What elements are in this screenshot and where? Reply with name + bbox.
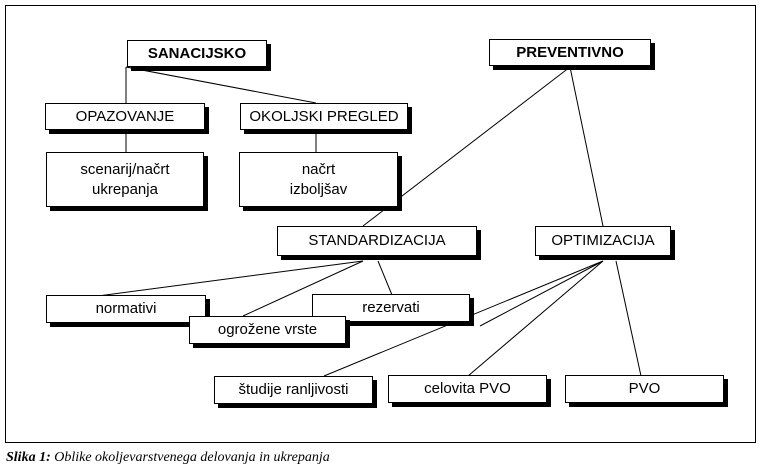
node-celovita-pvo: celovita PVO <box>388 375 547 403</box>
node-rezervati: rezervati <box>312 294 470 322</box>
node-scenarij: scenarij/načrt ukrepanja <box>46 152 204 207</box>
node-okoljski-pregled: OKOLJSKI PREGLED <box>240 103 408 130</box>
node-standardizacija: STANDARDIZACIJA <box>277 226 477 256</box>
connector-sanacijsko-okoljski <box>125 66 317 104</box>
node-preventivno: PREVENTIVNO <box>489 39 651 66</box>
caption-text: Oblike okoljevarstvenega delovanja in uk… <box>50 450 330 465</box>
figure-frame <box>5 5 756 443</box>
node-pvo: PVO <box>565 375 724 403</box>
connector-optimizacija-celovita <box>467 260 604 377</box>
connector-optimizacija-rezervati <box>479 260 604 327</box>
figure-caption: Slika 1: Oblike okoljevarstvenega delova… <box>6 450 330 466</box>
connector-standardizacija-ogrozene <box>242 260 364 317</box>
connector-standardizacija-normativi <box>97 260 364 297</box>
connector-standardizacija-rezervati <box>377 260 393 296</box>
node-nacrt: načrt izboljšav <box>239 152 398 207</box>
node-studije-ranljivosti: študije ranljivosti <box>214 376 373 404</box>
caption-label: Slika 1: <box>6 450 51 465</box>
connector-preventivno-optimizacija <box>569 66 604 227</box>
node-optimizacija: OPTIMIZACIJA <box>535 226 671 256</box>
node-sanacijsko: SANACIJSKO <box>127 40 267 67</box>
connector-optimizacija-pvo <box>615 260 642 377</box>
node-opazovanje: OPAZOVANJE <box>45 103 205 130</box>
node-normativi: normativi <box>46 295 206 323</box>
node-ogrozene-vrste: ogrožene vrste <box>189 316 346 344</box>
